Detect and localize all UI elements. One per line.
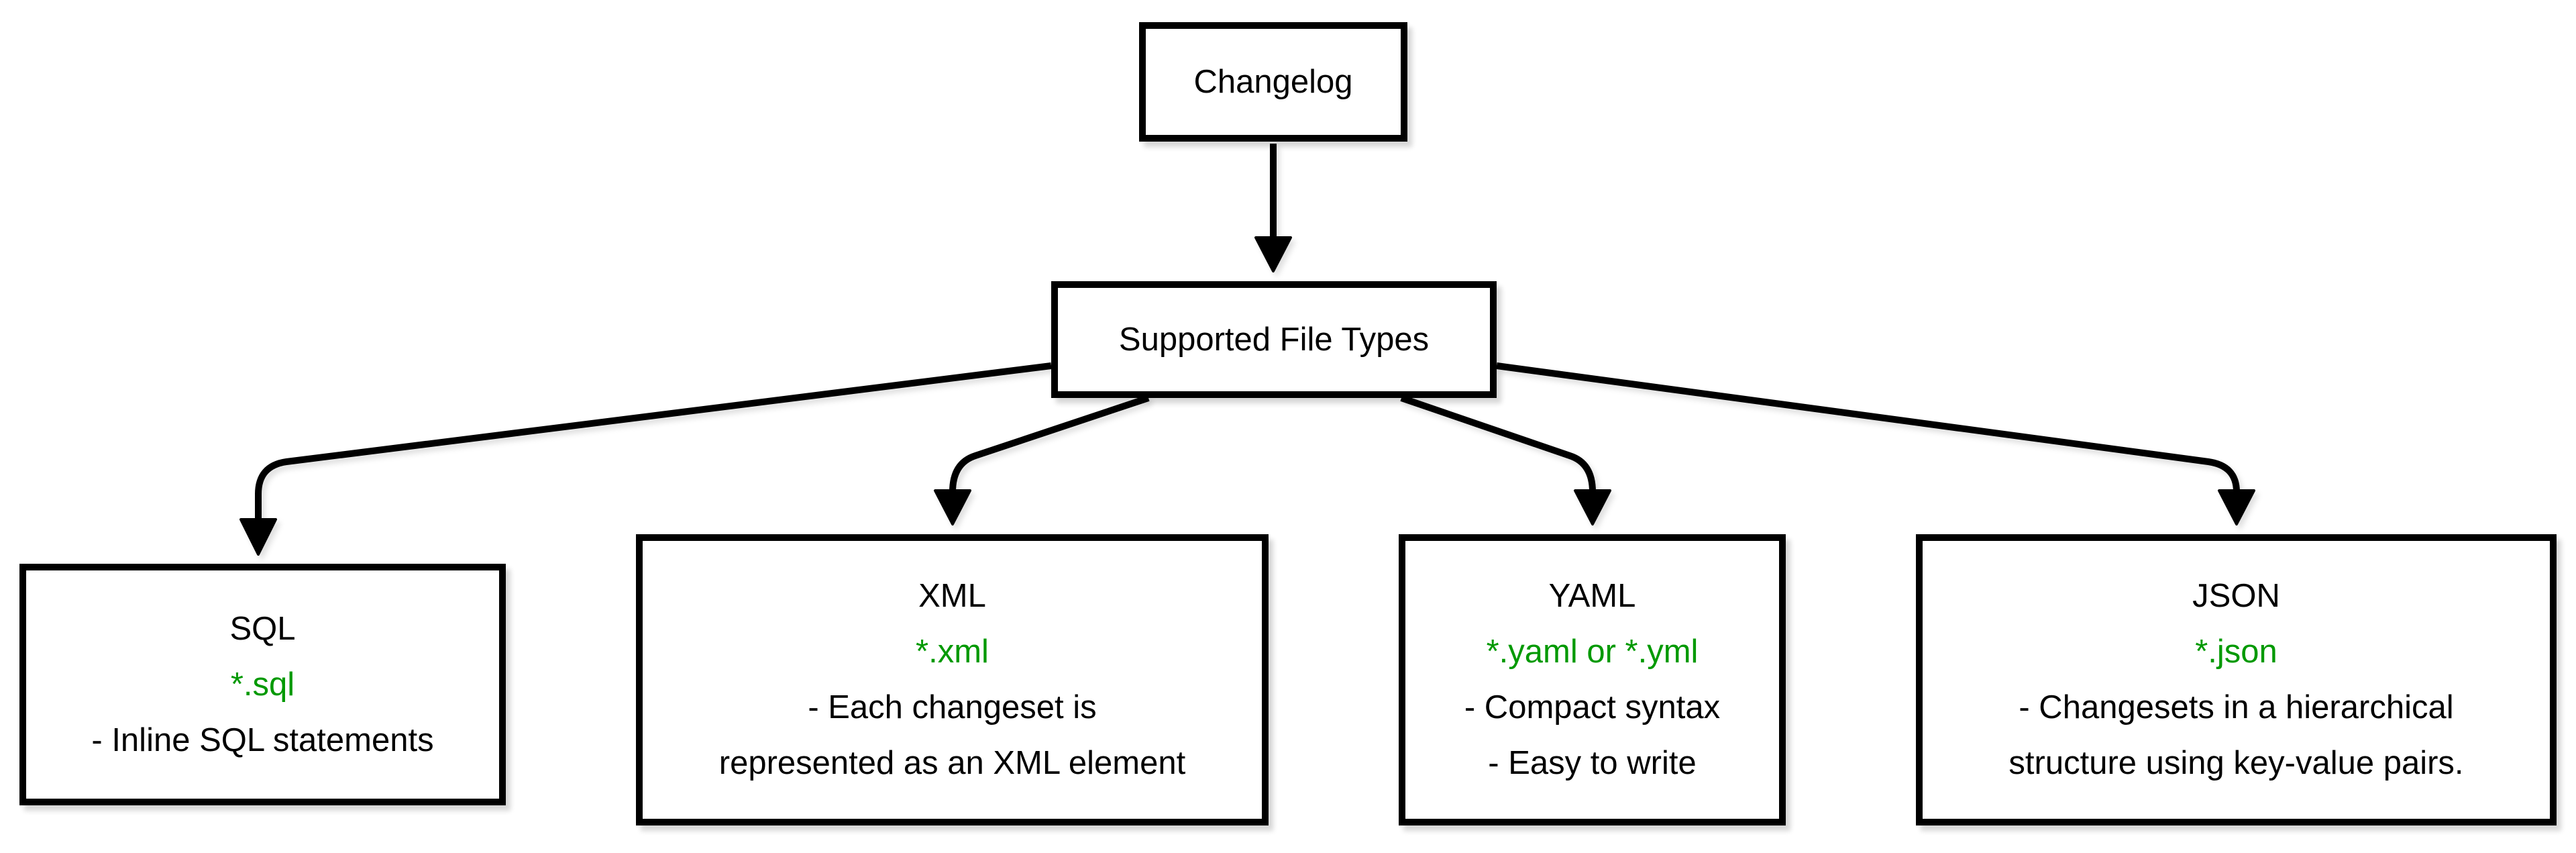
note-line: structure using key-value pairs. <box>2008 745 2464 781</box>
arrowhead-down-json <box>2218 489 2255 525</box>
node-title: Changelog <box>1193 63 1353 100</box>
node-title: YAML <box>1548 578 1636 614</box>
connector-supported-to-sql <box>239 362 1052 556</box>
node-sql: SQL *.sql - Inline SQL statements <box>19 564 506 805</box>
file-pattern: *.yaml or *.yml <box>1486 634 1699 670</box>
node-title: SQL <box>229 610 296 647</box>
note-line: - Each changeset is <box>808 689 1097 725</box>
arrowhead-down-sql <box>239 518 277 556</box>
file-pattern: *.xml <box>916 634 989 670</box>
node-changelog: Changelog <box>1139 22 1407 142</box>
node-title: JSON <box>2192 578 2280 614</box>
arrowhead-down-supported <box>1254 236 1292 272</box>
node-yaml: YAML *.yaml or *.yml - Compact syntax - … <box>1399 534 1786 825</box>
note-line: represented as an XML element <box>718 745 1186 781</box>
node-supported-file-types: Supported File Types <box>1051 281 1497 398</box>
connector-supported-to-xml <box>934 395 1150 525</box>
connector-supported-to-yaml <box>1400 395 1611 525</box>
connector-supported-to-json <box>1496 362 2255 525</box>
note-line: - Easy to write <box>1488 745 1697 781</box>
note-line: - Changesets in a hierarchical <box>2019 689 2454 725</box>
arrowhead-down-yaml <box>1574 489 1611 525</box>
note-line: - Inline SQL statements <box>91 721 434 758</box>
file-pattern: *.json <box>2195 634 2277 670</box>
node-title: Supported File Types <box>1118 321 1430 358</box>
node-xml: XML *.xml - Each changeset is represente… <box>636 534 1269 825</box>
node-json: JSON *.json - Changesets in a hierarchic… <box>1916 534 2557 825</box>
node-title: XML <box>918 578 986 614</box>
connector-changelog-to-supported <box>1254 144 1292 272</box>
file-pattern: *.sql <box>230 666 295 703</box>
arrowhead-down-xml <box>934 489 971 525</box>
note-line: - Compact syntax <box>1464 689 1721 725</box>
